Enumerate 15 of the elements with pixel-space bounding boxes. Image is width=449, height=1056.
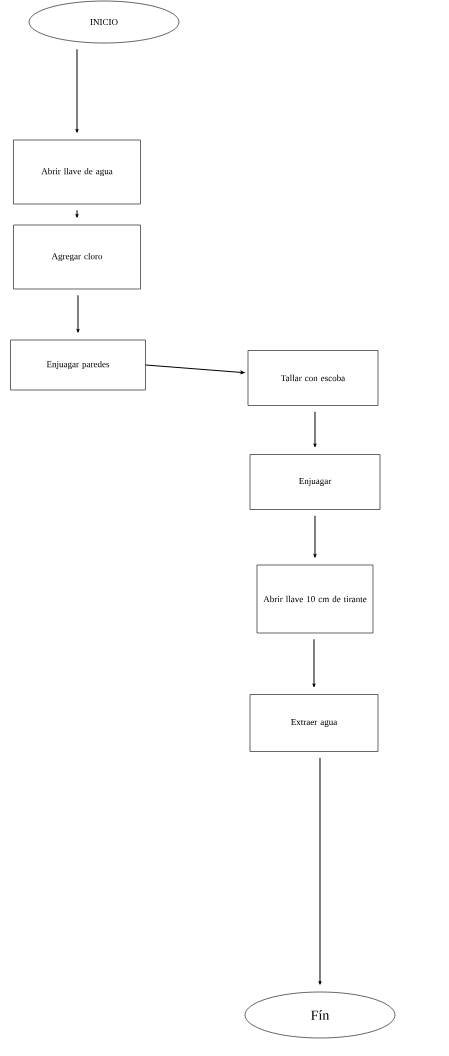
arrow: [75, 48, 79, 133]
process-box: Enjuagar paredes: [10, 339, 146, 391]
arrow: [313, 515, 317, 558]
process-box: Agregar cloro: [13, 224, 141, 290]
process-box: Extraer agua: [249, 694, 379, 752]
arrow: [313, 411, 317, 448]
process-box: Abrir llave 10 cm de tirante: [256, 564, 374, 634]
process-box: Enjuagar: [249, 454, 381, 510]
arrow: [318, 757, 322, 985]
process-box: Abrir llave de agua: [13, 139, 141, 205]
arrow: [75, 209, 79, 218]
arrow: [76, 294, 80, 333]
arrow: [145, 364, 245, 375]
arrow: [312, 638, 316, 688]
process-box: Tallar con escoba: [247, 350, 379, 406]
